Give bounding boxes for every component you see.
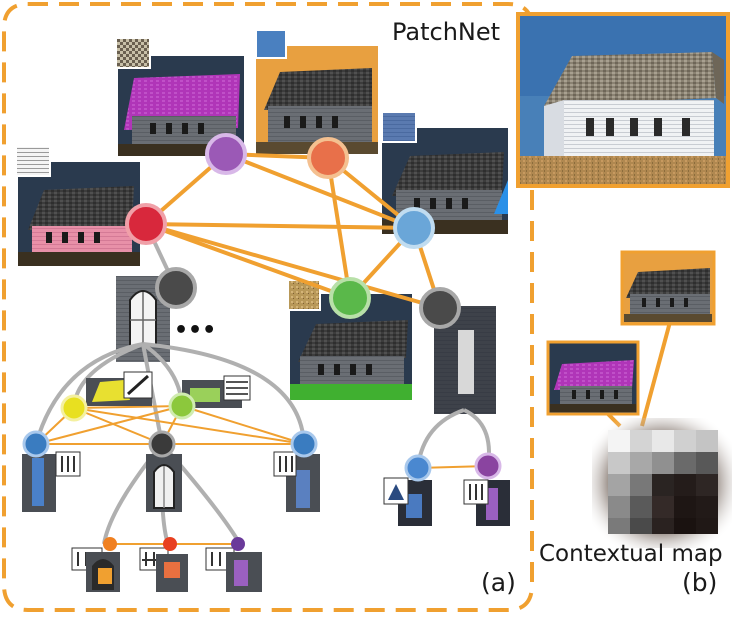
house-thumbnail-orange-sky bbox=[256, 46, 378, 154]
node-steel-small bbox=[404, 454, 432, 482]
node-dark-right bbox=[419, 287, 461, 329]
node-small-red bbox=[163, 537, 177, 551]
siding-texture-swatch bbox=[15, 145, 51, 177]
panel-b-label: (b) bbox=[682, 568, 718, 597]
node-lime bbox=[168, 392, 196, 420]
node-dark-left bbox=[155, 267, 197, 309]
node-red bbox=[125, 203, 167, 245]
node-orange bbox=[307, 137, 349, 179]
node-purple bbox=[205, 133, 247, 175]
node-violet-small bbox=[474, 452, 502, 480]
node-green bbox=[329, 277, 371, 319]
house-thumbnail-green-ground bbox=[290, 294, 412, 400]
node-small-violet bbox=[231, 537, 245, 551]
context-house-purple bbox=[546, 340, 640, 416]
source-church-photo bbox=[516, 12, 730, 188]
node-yellow bbox=[60, 394, 88, 422]
purple-leaf-thumbnail bbox=[463, 479, 510, 526]
context-link-1 bbox=[640, 321, 672, 427]
node-small-orange bbox=[103, 537, 117, 551]
sky-color-swatch bbox=[255, 29, 287, 59]
patchnet-title: PatchNet bbox=[392, 18, 501, 46]
white-arch-thumbnail bbox=[146, 454, 182, 512]
contextual-map-grid bbox=[592, 418, 732, 548]
ellipsis: ••• bbox=[174, 318, 216, 343]
orange-leaf-thumbnail bbox=[71, 547, 120, 592]
panel-a-label: (a) bbox=[481, 568, 516, 597]
gray-blue-column-thumbnail bbox=[273, 451, 320, 512]
house-thumbnail-purple-roof bbox=[118, 56, 244, 156]
roof-texture-swatch bbox=[115, 37, 151, 69]
node-steel-left bbox=[22, 430, 50, 458]
blue-column-thumbnail bbox=[22, 451, 81, 512]
patchnet-nodes bbox=[22, 133, 502, 551]
node-steel-right bbox=[290, 430, 318, 458]
node-dark-mid bbox=[148, 430, 176, 458]
contextual-map-label: Contextual map bbox=[539, 541, 723, 567]
red-leaf-thumbnail bbox=[139, 547, 188, 592]
violet-leaf-thumbnail bbox=[205, 547, 262, 592]
context-house-orange bbox=[620, 250, 716, 326]
house-thumbnail-pink-wall bbox=[18, 162, 140, 266]
yellow-patch-thumbnail bbox=[86, 371, 153, 406]
denim-texture-swatch bbox=[381, 111, 417, 143]
node-blue bbox=[393, 207, 435, 249]
navy-leaf-thumbnail bbox=[383, 477, 432, 526]
